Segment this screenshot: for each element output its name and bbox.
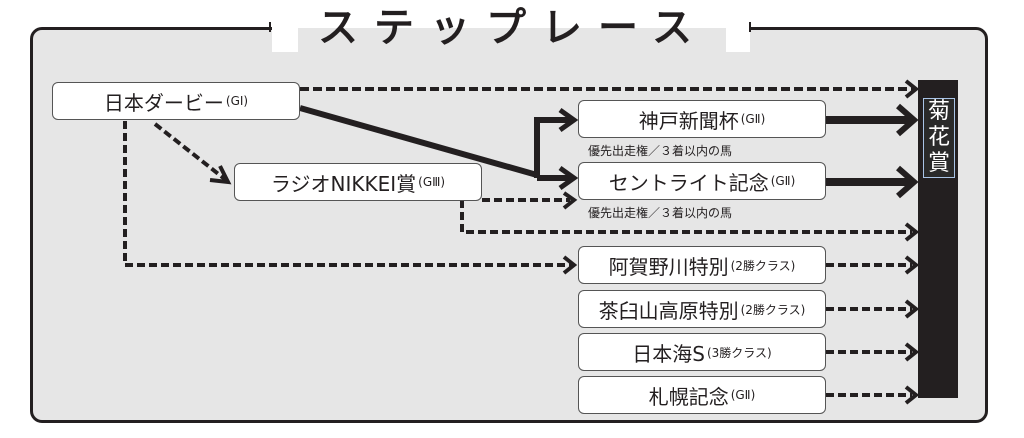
race-box-kobe-shimbun-hai: 神戸新聞杯(GⅡ) (578, 100, 826, 138)
race-name: 日本海S (632, 341, 705, 366)
race-grade: (GⅠ) (225, 94, 249, 108)
diagram-title: ステップレース (318, 5, 708, 51)
race-grade: (3勝クラス) (706, 345, 772, 360)
frame-top-gap-ticks (269, 22, 751, 32)
race-grade: (2勝クラス) (730, 258, 796, 273)
race-grade: (GⅡ) (770, 174, 796, 188)
title-underlay (298, 28, 726, 52)
race-box-nihon-derby: 日本ダービー(GⅠ) (52, 82, 300, 120)
arrow-derby-to-agano (123, 121, 572, 267)
race-box-nihonkai-s: 日本海S(3勝クラス) (578, 333, 826, 371)
bracket-to-kobe-stlite (534, 117, 574, 181)
race-name: 阿賀野川特別 (608, 254, 729, 279)
priority-note-st-lite: 優先出走権／３着以内の馬 (588, 206, 733, 220)
race-name: 札幌記念 (648, 384, 729, 409)
race-box-radio-nikkei: ラジオNIKKEI賞(GⅢ) (234, 163, 482, 201)
priority-note-kobe: 優先出走権／３着以内の馬 (588, 144, 733, 158)
race-box-chausuyama: 茶臼山高原特別(2勝クラス) (578, 290, 826, 328)
race-grade: (GⅢ) (418, 175, 446, 189)
arrow-radio-to-kikka (460, 200, 912, 234)
race-name: 茶臼山高原特別 (598, 298, 739, 323)
race-box-st-lite-kinen: セントライト記念(GⅡ) (578, 162, 826, 200)
race-grade: (2勝クラス) (740, 302, 806, 317)
race-name: ラジオNIKKEI賞 (270, 171, 417, 196)
arrow-derby-to-radio (153, 122, 228, 182)
race-box-aganogawa: 阿賀野川特別(2勝クラス) (578, 246, 826, 284)
race-name: 日本ダービー (103, 90, 224, 115)
race-grade: (GⅡ) (730, 388, 756, 402)
race-grade: (GⅡ) (740, 112, 766, 126)
race-box-sapporo-kinen: 札幌記念(GⅡ) (578, 376, 826, 414)
kikka-sho-label: 菊花賞 (923, 98, 955, 178)
race-name: 神戸新聞杯 (638, 108, 739, 133)
race-name: セントライト記念 (608, 170, 769, 195)
arrow-derby-to-trials (299, 105, 538, 178)
